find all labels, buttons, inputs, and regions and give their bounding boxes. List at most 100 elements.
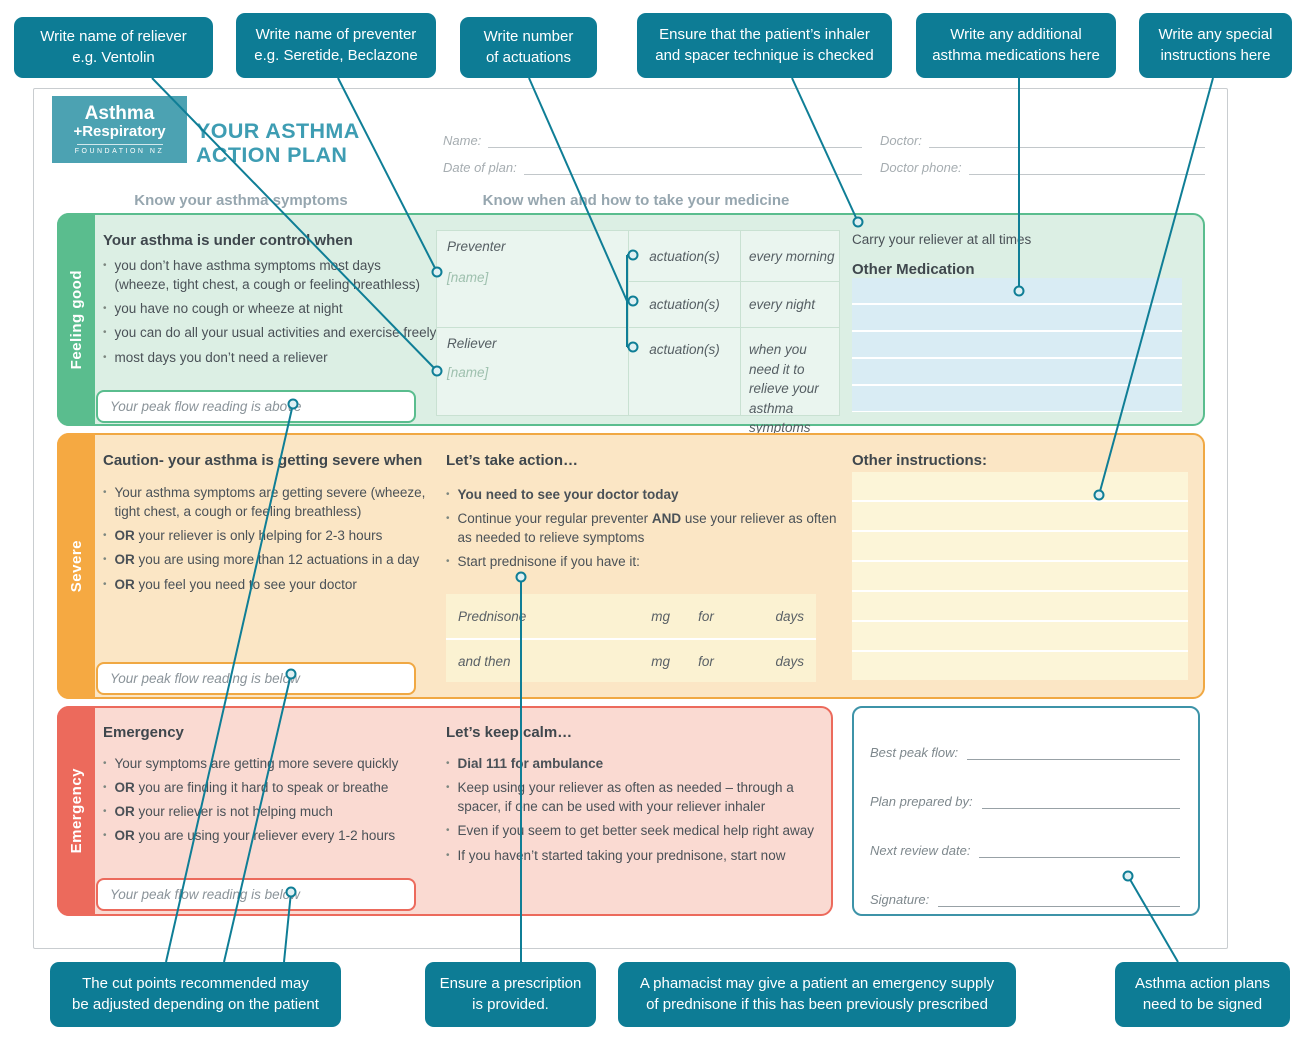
prednisone-label: Prednisone <box>458 608 527 624</box>
date-of-plan-label: Date of plan: <box>443 160 517 175</box>
name-field[interactable]: Name: <box>443 124 862 151</box>
emergency-bullets: •Your symptoms are getting more severe q… <box>103 754 438 846</box>
severe-heading: Caution- your asthma is getting severe w… <box>103 452 423 469</box>
next-review-date-label: Next review date: <box>870 843 971 858</box>
bullet-text: Dial 111 for ambulance <box>457 756 604 771</box>
section-emergency: Emergency Emergency •Your symptoms are g… <box>57 706 833 916</box>
other-instructions-heading: Other instructions: <box>852 452 988 469</box>
section-severe: Severe Caution- your asthma is getting s… <box>57 433 1205 699</box>
peak-flow-below-severe-field[interactable]: Your peak flow reading is below <box>96 662 416 695</box>
preventer-name-placeholder[interactable]: [name] <box>447 270 489 285</box>
bullet-text: OR you are using your reliever every 1-2… <box>114 828 396 844</box>
next-review-date-line[interactable] <box>979 843 1180 858</box>
bullet-dot: • <box>446 782 450 794</box>
bullet-dot: • <box>103 530 107 542</box>
peak-flow-below-emergency-field[interactable]: Your peak flow reading is below <box>96 878 416 911</box>
bullet-text: you have no cough or wheeze at night <box>114 301 343 317</box>
logo-line2: +Respiratory <box>73 122 166 140</box>
reliever-name-placeholder[interactable]: [name] <box>447 365 489 380</box>
bullet-dot: • <box>103 260 107 271</box>
bullet-item: • Keep using your reliever as often as ne… <box>446 778 836 816</box>
bullet-text: Keep using your reliever as often as nee… <box>457 780 794 815</box>
emergency-heading: Emergency <box>103 724 184 741</box>
other-medication-write-in-box[interactable] <box>852 278 1182 412</box>
section-feeling-good: Feeling good Your asthma is under contro… <box>57 213 1205 435</box>
feeling-good-bullets: • you don’t have asthma symptoms most day… <box>103 256 438 367</box>
bullet-dot: • <box>103 758 107 769</box>
preventer-morning-actuations-cell[interactable]: actuation(s) <box>629 231 741 282</box>
bullet-dot: • <box>446 556 450 568</box>
signature-field[interactable]: Signature: <box>870 861 1180 910</box>
callout-plans-signed: Asthma action plans need to be signed <box>1115 962 1290 1027</box>
take-action-heading: Let’s take action… <box>446 452 578 469</box>
bullet-item: •Dial 111 for ambulance <box>446 754 836 773</box>
preventer-label: Preventer <box>447 239 506 254</box>
prednisone-table[interactable]: Prednisone mg for days and then mg for d… <box>446 594 816 682</box>
bullet-item: •Your asthma symptoms are getting severe… <box>103 483 443 521</box>
logo-divider <box>76 143 163 145</box>
for-label: for <box>698 608 714 624</box>
doctor-phone-field[interactable]: Doctor phone: <box>880 151 1205 178</box>
doctor-phone-input-line[interactable] <box>968 160 1205 175</box>
bullet-text: you don’t have asthma symptoms most days… <box>114 258 420 293</box>
bullet-text: OR your reliever is only helping for 2-3… <box>114 528 383 544</box>
callout-prescription: Ensure a prescription is provided. <box>425 962 596 1027</box>
bullet-item: •you have no cough or wheeze at night <box>103 299 438 318</box>
bullet-dot: • <box>103 554 107 566</box>
best-peak-flow-line[interactable] <box>967 745 1180 760</box>
preventer-cell[interactable]: Preventer [name] <box>437 231 629 328</box>
mg-label: mg <box>651 608 670 624</box>
bullet-dot: • <box>103 782 107 794</box>
prednisone-row-2[interactable]: and then mg for days <box>446 638 816 682</box>
callout-special-instructions: Write any special instructions here <box>1139 13 1292 78</box>
bullet-dot: • <box>103 830 107 842</box>
actuations-label: actuation(s) <box>649 248 720 264</box>
reliever-actuations-cell[interactable]: actuation(s) <box>629 328 741 415</box>
bullet-item: •If you haven’t started taking your pred… <box>446 846 836 865</box>
doctor-phone-label: Doctor phone: <box>880 160 962 175</box>
prednisone-row-1[interactable]: Prednisone mg for days <box>446 594 816 638</box>
date-input-line[interactable] <box>523 160 862 175</box>
preventer-night-actuations-cell[interactable]: actuation(s) <box>629 282 741 328</box>
bullet-dot: • <box>446 825 450 837</box>
callout-reliever-name: Write name of reliever e.g. Ventolin <box>14 17 213 78</box>
name-label: Name: <box>443 133 482 148</box>
name-input-line[interactable] <box>488 133 862 148</box>
carry-reliever-note: Carry your reliever at all times <box>852 232 1032 247</box>
best-peak-flow-field[interactable]: Best peak flow: <box>870 714 1180 763</box>
date-of-plan-field[interactable]: Date of plan: <box>443 151 862 178</box>
best-peak-flow-label: Best peak flow: <box>870 745 959 760</box>
callout-additional-medications: Write any additional asthma medications … <box>916 13 1116 78</box>
keep-calm-heading: Let’s keep calm… <box>446 724 573 741</box>
bullet-text: you can do all your usual activities and… <box>114 325 437 341</box>
logo-line3: FOUNDATION NZ <box>74 147 165 155</box>
doctor-label: Doctor: <box>880 133 922 148</box>
peak-flow-below-emergency-label: Your peak flow reading is below <box>110 887 300 902</box>
reliever-cell[interactable]: Reliever [name] <box>437 328 629 415</box>
other-medication-heading: Other Medication <box>852 261 975 278</box>
signature-line[interactable] <box>938 892 1180 907</box>
bullet-text: OR you are using more than 12 actuations… <box>114 552 420 568</box>
peak-flow-above-field[interactable]: Your peak flow reading is above <box>96 390 416 423</box>
logo-line1: Asthma <box>84 102 155 124</box>
plan-prepared-by-line[interactable] <box>981 794 1180 809</box>
timing-night-cell: every night <box>741 282 839 328</box>
emergency-tab-label: Emergency <box>67 768 85 854</box>
header-fields: Name: Doctor: Date of plan: Doctor phone… <box>443 124 1205 178</box>
doctor-field[interactable]: Doctor: <box>880 124 1205 151</box>
actuations-label: actuation(s) <box>649 297 720 312</box>
bullet-item: •OR you are finding it hard to speak or … <box>103 778 438 797</box>
bullet-item: •OR you feel you need to see your doctor <box>103 575 443 594</box>
next-review-date-field[interactable]: Next review date: <box>870 812 1180 861</box>
timing-as-needed-cell: when you need it to relieve your asthma … <box>741 328 839 435</box>
bullet-text: Even if you seem to get better seek medi… <box>457 823 814 839</box>
other-instructions-write-in-box[interactable] <box>852 472 1188 680</box>
doctor-input-line[interactable] <box>928 133 1205 148</box>
plan-prepared-by-field[interactable]: Plan prepared by: <box>870 763 1180 812</box>
reliever-label: Reliever <box>447 336 497 351</box>
plan-prepared-by-label: Plan prepared by: <box>870 794 973 809</box>
timing-morning-cell: every morning <box>741 231 839 282</box>
bullet-item: •You need to see your doctor today <box>446 485 841 504</box>
bullet-dot: • <box>103 578 107 590</box>
bullet-text: OR your reliever is not helping much <box>114 804 333 820</box>
